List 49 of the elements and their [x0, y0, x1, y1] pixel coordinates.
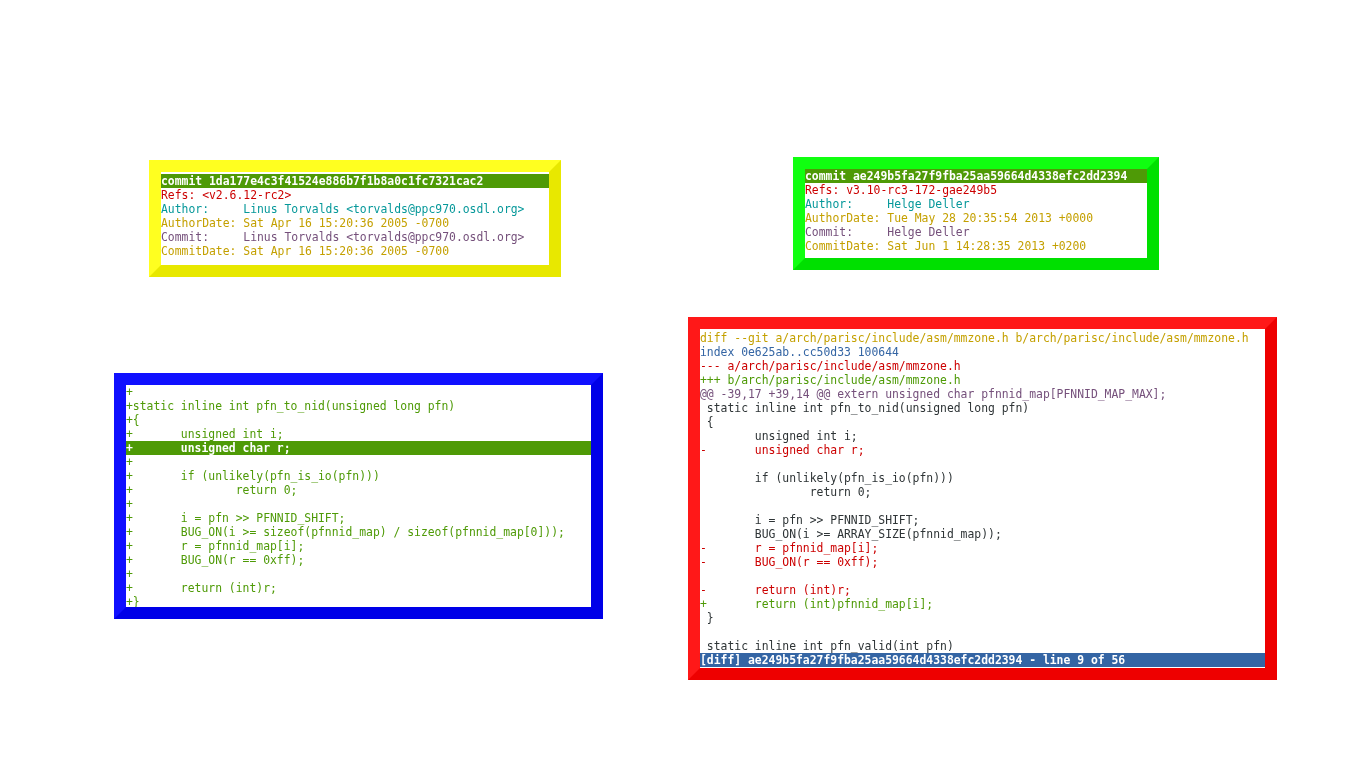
code-line: + — [126, 567, 134, 581]
code-line: + BUG_ON(r == 0xff); — [126, 553, 306, 567]
terminal-panel — [114, 373, 603, 619]
code-line: index 0e625ab..cc50d33 100644 — [700, 345, 900, 359]
status-bar: [diff] ae249b5fa27f9fba25aa59664d4338efc2dd2394 - line 9 of 56 — [700, 653, 1265, 667]
code-line: - r = pfnnid_map[i]; — [700, 541, 880, 555]
code-line: Author: Linus Torvalds <torvalds@ppc970.osdl.org> — [161, 202, 526, 216]
terminal-panel — [688, 317, 1277, 680]
code-line: + — [126, 497, 134, 511]
terminal-panel — [149, 160, 561, 277]
code-line: + r = pfnnid_map[i]; — [126, 539, 306, 553]
terminal-panel — [793, 157, 1159, 270]
code-line: - return (int)r; — [700, 583, 852, 597]
code-line: CommitDate: Sat Jun 1 14:28:35 2013 +0200 — [805, 239, 1088, 253]
code-line: return 0; — [808, 485, 873, 499]
code-line: +{ — [126, 413, 141, 427]
code-line: Commit: Helge Deller — [805, 225, 971, 239]
code-line: +} — [126, 595, 141, 607]
code-line: Refs: v3.10-rc3-172-gae249b5 — [805, 183, 999, 197]
code-line: + if (unlikely(pfn_is_io(pfn))) — [126, 469, 381, 483]
code-line: +static inline int pfn_to_nid(unsigned long pfn) — [126, 399, 457, 413]
code-line: Commit: Linus Torvalds <torvalds@ppc970.osdl.org> — [161, 230, 526, 244]
code-line: Author: Helge Deller — [805, 197, 971, 211]
code-line: diff --git a/arch/parisc/include/asm/mmzone.h b/arch/parisc/include/asm/mmzone.h — [700, 331, 1250, 345]
code-line: static inline int pfn_to_nid(unsigned long pfn) — [705, 401, 1031, 415]
code-line: + return 0; — [126, 483, 299, 497]
code-line: unsigned int i; — [753, 429, 859, 443]
code-line: @@ -39,17 +39,14 @@ extern unsigned char pfnnid_map[PFNNID_MAP_MAX]; — [700, 387, 1168, 401]
code-line: static inline int pfn_valid(int pfn) — [705, 639, 955, 653]
code-line: CommitDate: Sat Apr 16 15:20:36 2005 -0700 — [161, 244, 451, 258]
code-line: BUG_ON(i >= ARRAY_SIZE(pfnnid_map)); — [753, 527, 1003, 541]
code-line: - unsigned char r; — [700, 443, 866, 457]
code-line: +++ b/arch/parisc/include/asm/mmzone.h — [700, 373, 962, 387]
code-line: } — [705, 611, 715, 625]
code-line: { — [705, 415, 715, 429]
code-line: + i = pfn >> PFNNID_SHIFT; — [126, 511, 347, 525]
code-line: i = pfn >> PFNNID_SHIFT; — [753, 513, 921, 527]
code-line: AuthorDate: Tue May 28 20:35:54 2013 +0000 — [805, 211, 1095, 225]
code-line: - BUG_ON(r == 0xff); — [700, 555, 880, 569]
code-line: --- a/arch/parisc/include/asm/mmzone.h — [700, 359, 962, 373]
code-line: Refs: <v2.6.12-rc2> — [161, 188, 293, 202]
code-line: + return (int)pfnnid_map[i]; — [700, 597, 935, 611]
code-line: if (unlikely(pfn_is_io(pfn))) — [753, 471, 955, 485]
code-line: AuthorDate: Sat Apr 16 15:20:36 2005 -0700 — [161, 216, 451, 230]
code-line: + BUG_ON(i >= sizeof(pfnnid_map) / sizeof(pfnnid_map[0])); — [126, 525, 566, 539]
code-line: + — [126, 385, 134, 399]
code-line: + return (int)r; — [126, 581, 278, 595]
code-line: + unsigned int i; — [126, 427, 285, 441]
code-line: + — [126, 455, 134, 469]
